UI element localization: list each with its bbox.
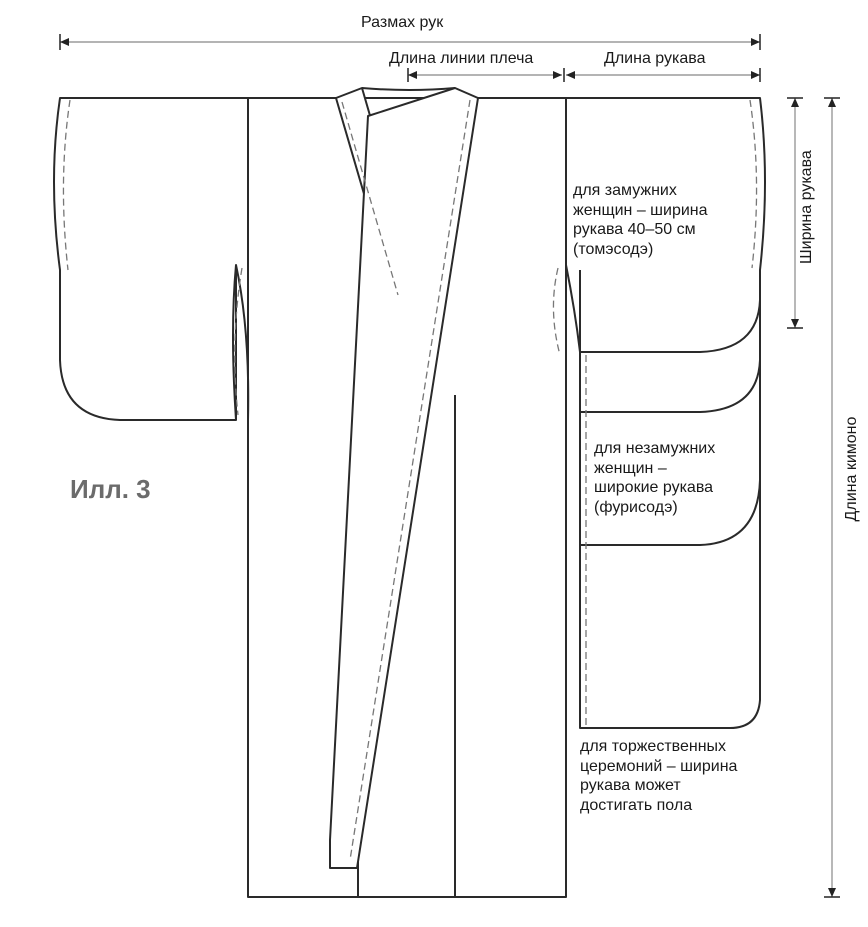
stitch-lines (62, 99, 758, 861)
sleeve-length-intermediate (580, 359, 761, 413)
sleeve-length-label: Длина рукава (604, 50, 706, 67)
kimono-length-label: Длина кимоно (843, 416, 860, 522)
note-line: широкие рукава (594, 479, 714, 496)
sleeve-length-unmarried (580, 479, 761, 546)
note-line: (фурисодэ) (594, 498, 678, 516)
note-married: для замужних женщин – ширина рукава 40–5… (573, 181, 708, 259)
note-line: для незамужних (594, 440, 716, 457)
note-line: рукава может (580, 777, 681, 794)
collar-band (329, 87, 479, 869)
note-line: церемоний – ширина (580, 757, 738, 775)
dimension-end-ticks (59, 34, 840, 898)
note-line: для торжественных (580, 738, 727, 755)
note-line: рукава 40–50 см (573, 221, 696, 238)
sleeve-width-label: Ширина рукава (798, 150, 815, 264)
arm-span-label: Размах рук (361, 14, 444, 31)
figure-label: Илл. 3 (70, 474, 151, 504)
note-line: женщин – (594, 459, 667, 477)
collar-back (361, 87, 456, 91)
right-armhole (565, 264, 581, 353)
left-sleeve (53, 97, 248, 421)
right-sleeve (566, 97, 766, 729)
note-line: женщин – ширина (573, 201, 708, 219)
kimono-body (247, 97, 567, 898)
note-line: для замужних (573, 182, 677, 199)
sleeve-length-married (580, 299, 761, 353)
note-ceremony: для торжественных церемоний – ширина рук… (580, 737, 737, 815)
shoulder-length-label: Длина линии плеча (389, 50, 534, 67)
note-line: (томэсодэ) (573, 240, 654, 258)
note-unmarried: для незамужних женщин – широкие рукава (… (594, 439, 715, 517)
left-armhole (235, 264, 250, 421)
note-line: достигать пола (580, 796, 693, 814)
